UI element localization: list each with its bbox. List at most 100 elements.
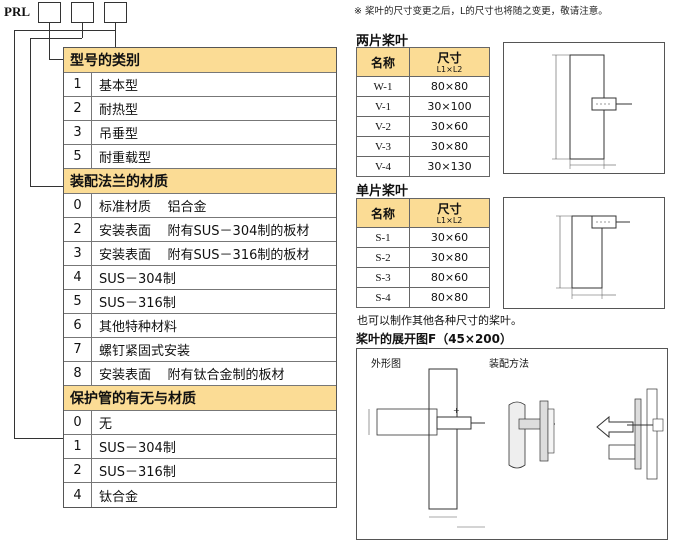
flange-text: SUS－304制 [99,272,176,287]
flange-row: 4 SUS－304制 [64,266,336,290]
flange-code: 7 [64,338,92,361]
code-box-tube [104,2,127,23]
flange-code: 0 [64,194,92,217]
tube-row: 2 SUS－316制 [64,459,336,483]
one-blade-drawing-svg [556,215,630,299]
flange-code: 2 [64,218,92,241]
flange-text: 螺钉紧固式安装 [99,344,191,359]
type-text: 吊垂型 [99,127,139,142]
flange-text: 安装表面 附有SUS－304制的板材 [99,224,310,239]
connector-tube-h1 [14,30,115,31]
flange-text: 其他特种材料 [99,320,178,335]
tube-code: 1 [64,435,92,458]
connector-type-v [115,23,116,59]
blade-name: V-3 [356,136,410,157]
type-row: 3 吊垂型 [64,121,336,145]
connector-tube-v1 [115,23,116,30]
tube-text: 钛合金 [99,489,139,505]
two-blade-col-size: 尺寸 L1×L2 [409,47,490,77]
flange-row: 7 螺钉紧固式安装 [64,338,336,362]
type-code: 1 [64,73,92,96]
flange-row: 5 SUS－316制 [64,290,336,314]
flange-text: 安装表面 附有SUS－316制的板材 [99,248,310,263]
type-row: 1 基本型 [64,73,336,97]
flange-code: 4 [64,266,92,289]
blade-name: V-1 [356,96,410,117]
two-blade-col-size-main: 尺寸 [437,50,462,65]
connector-tube-h2 [14,438,63,439]
outline-label: 外形图 [371,359,401,370]
tube-text: SUS－304制 [99,441,176,456]
connector-flange-h2 [30,186,63,187]
unfolded-title: 桨叶的展开图F（45×200） [356,332,513,346]
tube-code: 2 [64,459,92,482]
blade-name: S-1 [356,227,410,248]
flange-row: 3 安装表面 附有SUS－316制的板材 [64,242,336,266]
unfolded-drawing-svg: + [368,368,664,528]
code-box-type [38,2,61,23]
blade-name: S-4 [356,287,410,308]
blade-size: 30×60 [409,116,490,137]
other-sizes-note: 也可以制作其他各种尺寸的桨叶。 [357,314,522,327]
blade-name: V-2 [356,116,410,137]
connector-tube-v2 [14,30,15,438]
two-blade-drawing-svg [552,54,632,169]
flange-section-title: 装配法兰的材质 [64,169,336,194]
two-blade-col-name: 名称 [356,47,410,77]
flange-code: 3 [64,242,92,265]
model-prefix: PRL [4,4,30,19]
one-blade-title: 单片桨叶 [356,184,409,199]
tube-text: 无 [99,417,113,432]
flange-code: 6 [64,314,92,337]
type-code: 5 [64,145,92,168]
flange-row: 6 其他特种材料 [64,314,336,338]
tube-row: 1 SUS－304制 [64,435,336,459]
type-code: 3 [64,121,92,144]
type-text: 耐热型 [99,103,139,118]
flange-text: 安装表面 附有钛合金制的板材 [99,368,285,383]
one-blade-drawing [503,197,665,309]
blade-name: S-2 [356,247,410,268]
blade-size: 80×60 [409,267,490,288]
two-blade-drawing [503,42,665,174]
blade-size: 30×80 [409,136,490,157]
svg-text:+: + [453,406,460,415]
two-blade-col-size-sub: L1×L2 [436,64,463,74]
type-text: 基本型 [99,79,139,94]
type-row: 5 耐重载型 [64,145,336,169]
flange-code: 8 [64,362,92,385]
tube-text: SUS－316制 [99,465,176,480]
two-blade-title: 两片桨叶 [356,34,409,49]
one-blade-col-size-main: 尺寸 [437,201,462,216]
blade-size: 30×60 [409,227,490,248]
flange-row: 8 安装表面 附有钛合金制的板材 [64,362,336,386]
size-change-note: ※ 桨叶的尺寸变更之后，L的尺寸也将随之变更，敬请注意。 [354,6,608,17]
connector-type-left-v [49,23,50,59]
type-section-title: 型号的类别 [64,48,336,73]
blade-name: V-4 [356,156,410,177]
one-blade-col-size-sub: L1×L2 [436,215,463,225]
type-code: 2 [64,97,92,120]
flange-code: 5 [64,290,92,313]
blade-name: S-3 [356,267,410,288]
connector-type-h [49,59,63,60]
blade-size: 80×80 [409,76,490,97]
one-blade-col-size: 尺寸 L1×L2 [409,198,490,228]
blade-name: W-1 [356,76,410,97]
flange-row: 2 安装表面 附有SUS－304制的板材 [64,218,336,242]
flange-text: SUS－316制 [99,296,176,311]
type-text: 耐重载型 [99,151,152,166]
